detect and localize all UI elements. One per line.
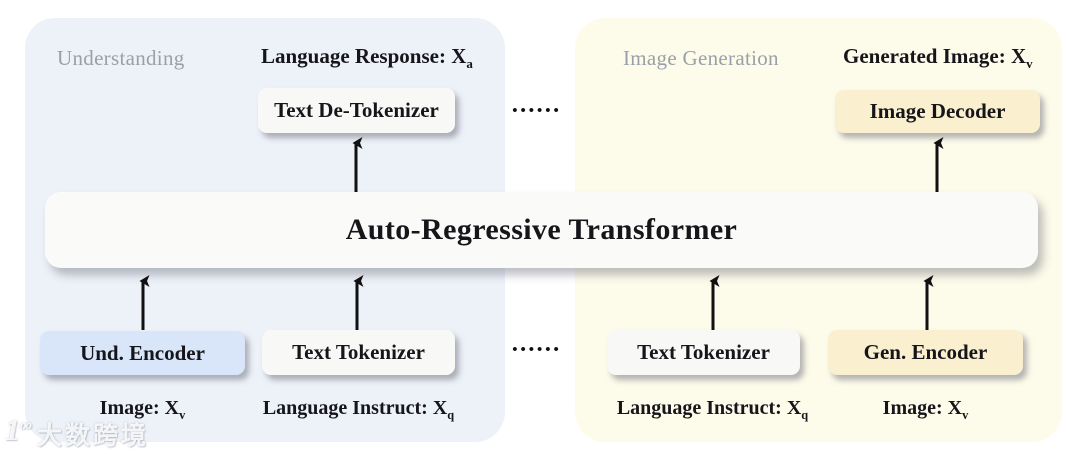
generated-image-label: Generated Image: Xv bbox=[843, 44, 1033, 72]
understanding-title: Understanding bbox=[57, 46, 185, 70]
text-tokenizer-left-label: Text Tokenizer bbox=[292, 340, 425, 364]
text-tokenizer-left-box: Text Tokenizer bbox=[262, 330, 455, 375]
top-ellipsis-dots: •••••• bbox=[512, 103, 562, 119]
image-decoder-box: Image Decoder bbox=[835, 90, 1040, 133]
language-response-label: Language Response: Xa bbox=[261, 44, 473, 72]
watermark-logo-icon: 1oo bbox=[5, 414, 32, 447]
watermark-text: 大数跨境 bbox=[37, 421, 150, 450]
text-detokenizer-box: Text De-Tokenizer bbox=[258, 88, 455, 133]
gen-encoder-label: Gen. Encoder bbox=[863, 340, 988, 364]
watermark: 1oo 大数跨境 bbox=[5, 416, 149, 452]
text-tokenizer-right-box: Text Tokenizer bbox=[607, 330, 800, 375]
transformer-label: Auto-Regressive Transformer bbox=[345, 213, 738, 246]
bottom-ellipsis-dots: •••••• bbox=[512, 342, 562, 358]
und-encoder-label: Und. Encoder bbox=[80, 340, 205, 365]
language-instruct-label-left: Language Instruct: Xq bbox=[262, 397, 455, 422]
image-input-label-right: Image: Xv bbox=[882, 397, 969, 422]
language-instruct-label-right: Language Instruct: Xq bbox=[616, 397, 809, 422]
auto-regressive-transformer-bar: Auto-Regressive Transformer bbox=[45, 192, 1038, 268]
text-detokenizer-label: Text De-Tokenizer bbox=[274, 98, 439, 122]
gen-encoder-box: Gen. Encoder bbox=[828, 330, 1023, 375]
image-decoder-label: Image Decoder bbox=[869, 99, 1006, 123]
image-generation-title: Image Generation bbox=[623, 46, 779, 70]
und-encoder-box: Und. Encoder bbox=[40, 331, 245, 375]
text-tokenizer-right-label: Text Tokenizer bbox=[637, 340, 770, 364]
image-input-label-left: Image: Xv bbox=[99, 397, 186, 422]
